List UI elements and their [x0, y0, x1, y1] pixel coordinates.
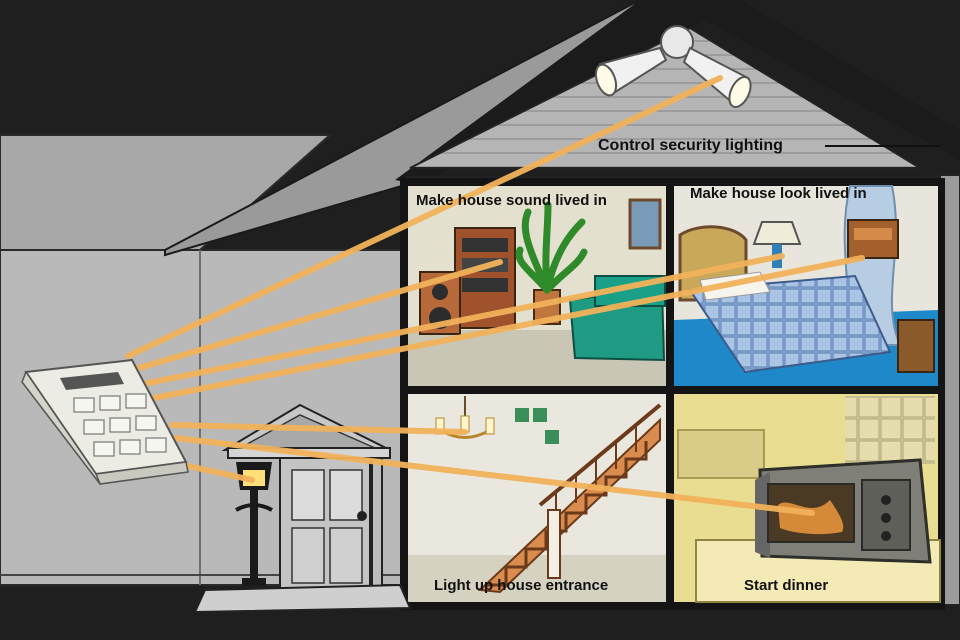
- microwave-icon: [755, 458, 932, 564]
- beam-stereo: [129, 259, 503, 373]
- room-cutaway: [400, 178, 945, 610]
- bedroom: [674, 185, 938, 386]
- kitchen: [674, 394, 941, 603]
- entrance-label: Light up house entrance: [434, 577, 608, 594]
- sound-lived-in-label: Make house sound lived in: [416, 192, 607, 209]
- remote-controller-icon: [21, 358, 189, 485]
- signal-beams: [125, 75, 865, 516]
- beam-chandelier: [169, 422, 468, 435]
- floodlight-icon: [594, 25, 752, 108]
- beam-floodlight: [125, 75, 723, 359]
- porch: [193, 403, 412, 614]
- front-door-icon: [279, 457, 371, 594]
- dinner-label: Start dinner: [744, 577, 828, 594]
- security-lighting-label: Control security lighting: [598, 137, 783, 154]
- bed-icon: [678, 225, 892, 374]
- beam-lamp: [135, 253, 785, 388]
- beam-radio: [141, 255, 865, 403]
- beam-microwave: [173, 435, 815, 516]
- sofa-icon: [568, 275, 666, 362]
- look-lived-in-label: Make house look lived in: [690, 185, 867, 202]
- staircase-icon: [477, 403, 662, 594]
- hallway: [408, 394, 666, 602]
